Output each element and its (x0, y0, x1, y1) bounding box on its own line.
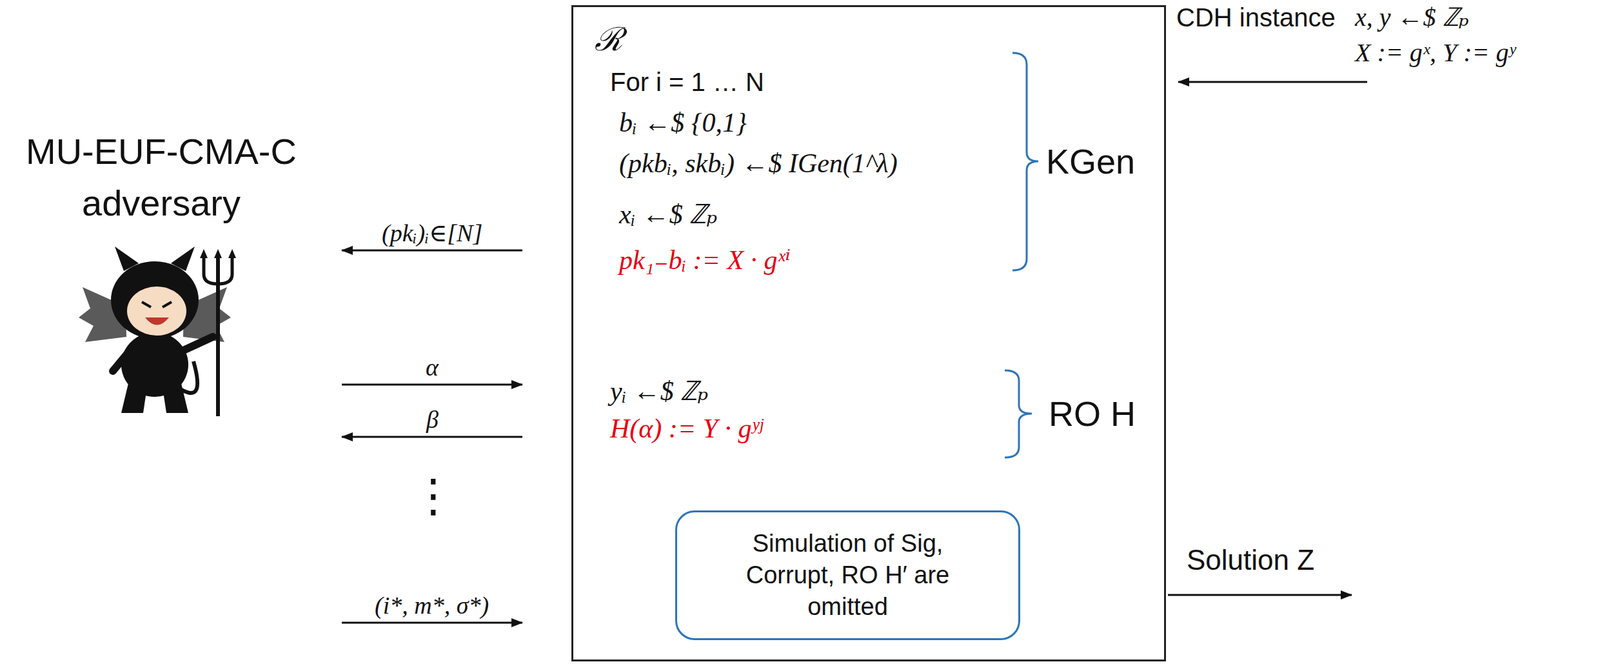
algorithm-line: bᵢ ←$ {0,1} (619, 106, 747, 139)
message-arrow (1178, 81, 1368, 84)
simulation-box: Simulation of Sig, Corrupt, RO H′ are om… (675, 510, 1021, 640)
instance-heading: CDH instance (1176, 1, 1336, 33)
embedded-hash-line: H(α) := Y · gʸʲ (610, 412, 763, 445)
algorithm-line: xᵢ ←$ ℤₚ (619, 197, 718, 231)
devil-illustration (78, 246, 237, 416)
reduction-symbol: ℛ (594, 21, 623, 58)
devil-face (127, 286, 187, 336)
cdh-instance: CDH instance x, y ←$ ℤₚ X := gˣ, Y := gʸ (1173, 0, 1587, 82)
message-arrow (341, 435, 523, 438)
trident-prongs (203, 256, 233, 284)
devil-arm (180, 336, 213, 352)
adversary-node: MU-EUF-CMA-C adversary (0, 125, 323, 645)
phase-label: KGen (1046, 140, 1136, 182)
message-label: (pkᵢ)ᵢ∈[N] (379, 218, 485, 247)
message-arrow (341, 249, 523, 252)
algorithm-line: For i = 1 … N (610, 66, 765, 98)
trident-tips (199, 248, 237, 258)
devil-eye (141, 301, 151, 307)
devil-head (110, 261, 199, 339)
output-label: Solution Z (1186, 543, 1315, 577)
ro-bracket (1004, 370, 1032, 458)
embedded-key-line: pk₁₋bᵢ := X · gˣⁱ (619, 243, 791, 277)
instance-line: X := gˣ, Y := gʸ (1354, 37, 1516, 69)
simulation-note: Simulation of Sig, Corrupt, RO H′ are om… (725, 527, 971, 623)
devil-mouth (145, 317, 169, 326)
message-arrow (341, 383, 523, 386)
devil-leg (162, 380, 189, 413)
output-arrow (1167, 593, 1352, 596)
continuation-dots: ⋮ (401, 469, 466, 522)
algorithm-line: (pkbᵢ, skbᵢ) ←$ IGen(1^λ) (619, 147, 898, 180)
adversary-label: MU-EUF-CMA-C adversary (0, 125, 323, 229)
phase-label: RO H (1048, 392, 1136, 435)
devil-eye (162, 301, 172, 307)
message-arrow (341, 621, 523, 624)
devil-leg (121, 380, 148, 413)
message-label: α (423, 352, 442, 382)
message-label: β (423, 404, 442, 434)
algorithm-line: yᵢ ←$ ℤₚ (610, 374, 709, 407)
devil-arm (112, 351, 129, 371)
kgen-bracket (1012, 52, 1039, 271)
message-label: (i*, m*, σ*) (372, 590, 492, 620)
instance-line: x, y ←$ ℤₚ (1354, 1, 1470, 33)
reduction-box: Simulation of Sig, Corrupt, RO H′ are om… (571, 5, 1166, 662)
